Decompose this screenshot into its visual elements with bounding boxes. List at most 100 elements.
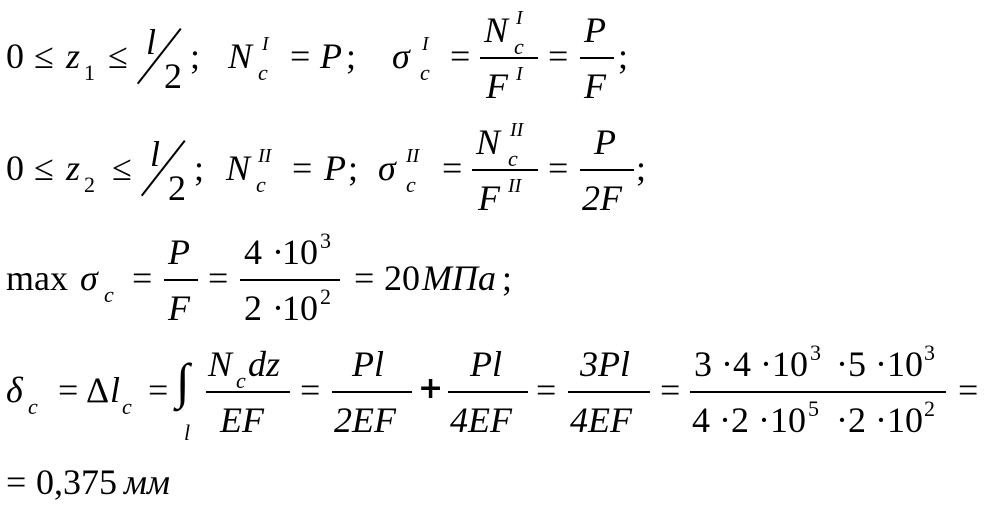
frac-den-F: F <box>478 178 500 218</box>
exponent: 3 <box>924 340 935 365</box>
equals: = <box>292 148 313 188</box>
equals: = <box>58 370 79 410</box>
frac-den-superscript: II <box>508 175 522 197</box>
fraction-bar <box>448 391 528 393</box>
frac-den-EF: EF <box>220 400 264 440</box>
equals: = <box>148 370 169 410</box>
frac-den-part2: ·2 ·10 <box>836 400 923 440</box>
frac-num-Pl: Pl <box>470 344 502 384</box>
fraction-bar <box>240 279 340 281</box>
var-l: l <box>146 22 157 62</box>
var-z: z <box>66 36 81 76</box>
max-operator: max <box>6 258 68 298</box>
sigma-superscript: I <box>422 33 429 55</box>
frac-num-dz: dz <box>248 344 281 384</box>
equals: = <box>208 258 229 298</box>
semicolon: ; <box>346 36 357 76</box>
frac-num-P: P <box>584 10 606 50</box>
integral-sign: ∫ <box>176 353 190 409</box>
z-subscript: 1 <box>84 60 95 85</box>
equals: = <box>958 370 979 410</box>
semicolon: ; <box>190 36 201 76</box>
frac-num-part2: ·5 ·10 <box>836 344 923 384</box>
equals: = <box>132 258 153 298</box>
delta-subscript: c <box>28 394 38 419</box>
sigma: σ <box>392 36 410 76</box>
multiply-dot: · <box>272 232 284 272</box>
N-subscript: c <box>256 172 266 197</box>
final-value: 0,375 <box>36 462 117 502</box>
exponent: 3 <box>320 228 331 253</box>
N-superscript: II <box>258 145 272 167</box>
exponent: 5 <box>808 396 819 421</box>
var-N: N <box>228 36 253 76</box>
equals: = <box>536 370 557 410</box>
z-subscript: 2 <box>84 172 95 197</box>
semicolon: ; <box>618 36 629 76</box>
semicolon: ; <box>194 148 205 188</box>
two: 2 <box>168 168 186 208</box>
equals: = <box>290 36 311 76</box>
sigma-subscript: c <box>406 172 416 197</box>
exponent: 3 <box>810 340 821 365</box>
result-value: 20 <box>384 258 420 298</box>
multiply-dot: · <box>272 288 284 328</box>
frac-den-2F: 2F <box>582 178 622 218</box>
frac-num-P: P <box>168 232 190 272</box>
unit-mm: мм <box>124 462 170 502</box>
equals: = <box>548 36 569 76</box>
N-subscript: c <box>258 60 268 85</box>
frac-den-F: F <box>168 288 190 328</box>
frac-den-4EF: 4EF <box>570 400 632 440</box>
fraction-bar <box>206 391 290 393</box>
sigma-superscript: II <box>406 145 420 167</box>
equals: = <box>442 148 463 188</box>
frac-num-part1: 3 ·4 ·10 <box>694 344 808 384</box>
delta: δ <box>6 370 23 410</box>
zero: 0 <box>6 36 24 76</box>
unit-mpa: МПа <box>422 258 496 298</box>
fraction-bar <box>580 57 614 59</box>
var-l: l <box>110 370 121 410</box>
fraction-bar <box>164 279 198 281</box>
exponent: 2 <box>320 284 331 309</box>
var-l: l <box>150 134 161 174</box>
frac-den-part1: 4 ·2 ·10 <box>692 400 806 440</box>
fraction-bar <box>690 391 946 393</box>
frac-num-subscript: c <box>508 146 518 171</box>
N-superscript: I <box>262 33 269 55</box>
sigma-subscript: c <box>104 282 114 307</box>
equals: = <box>660 370 681 410</box>
sigma-subscript: c <box>420 60 430 85</box>
fraction-bar <box>580 169 634 171</box>
frac-den-10: 10 <box>282 288 318 328</box>
frac-num-superscript: I <box>516 7 523 29</box>
fraction-bar <box>480 57 538 59</box>
sigma: σ <box>378 148 396 188</box>
equals: = <box>300 370 321 410</box>
frac-num-10: 10 <box>282 232 318 272</box>
frac-num-P: P <box>594 122 616 162</box>
frac-num-N: N <box>208 344 233 384</box>
var-z: z <box>66 148 81 188</box>
frac-den-F: F <box>584 66 606 106</box>
frac-den-2EF: 2EF <box>334 400 396 440</box>
var-P: P <box>320 36 342 76</box>
equals: = <box>6 462 27 502</box>
l-subscript: c <box>122 394 132 419</box>
equals: = <box>450 36 471 76</box>
Delta: Δ <box>86 370 110 410</box>
frac-num-N: N <box>476 122 501 162</box>
frac-den-superscript: I <box>516 63 523 85</box>
semicolon: ; <box>636 148 647 188</box>
le-sign: ≤ <box>34 36 54 76</box>
sigma: σ <box>80 258 98 298</box>
fraction-bar <box>568 391 650 393</box>
frac-num-superscript: II <box>510 119 524 141</box>
var-N: N <box>226 148 251 188</box>
equals: = <box>548 148 569 188</box>
frac-num-3Pl: 3Pl <box>580 344 630 384</box>
frac-num-subscript: c <box>514 34 524 59</box>
frac-num-4: 4 <box>244 232 262 272</box>
two: 2 <box>164 56 182 96</box>
